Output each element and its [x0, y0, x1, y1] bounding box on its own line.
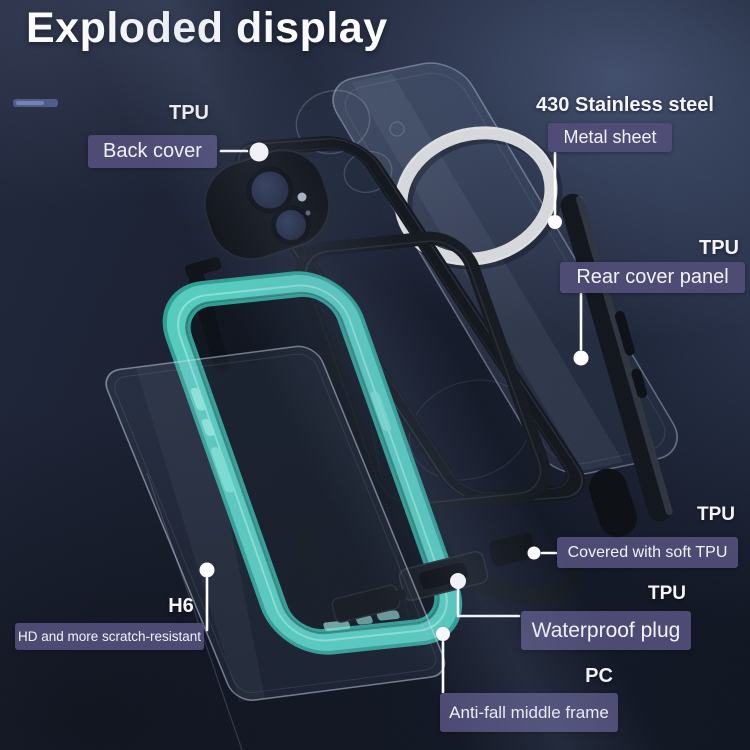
material-label-waterproof-plug: TPU — [648, 583, 686, 604]
material-label-middle-frame: PC — [585, 665, 613, 687]
part-label-metal-sheet: Metal sheet — [548, 123, 672, 152]
material-label-rear-cover-panel: TPU — [699, 237, 739, 259]
part-label-waterproof-plug: Waterproof plug — [521, 611, 691, 650]
material-label-screen-protector: H6 — [168, 595, 194, 617]
part-label-soft-tpu: Covered with soft TPU — [557, 537, 738, 568]
material-label-soft-tpu: TPU — [697, 504, 735, 525]
material-label-back-cover: TPU — [169, 102, 209, 124]
page-title: Exploded display — [26, 4, 388, 52]
part-label-middle-frame: Anti-fall middle frame — [440, 693, 618, 732]
part-label-screen-protector: HD and more scratch-resistant — [15, 623, 204, 650]
part-label-back-cover: Back cover — [88, 135, 217, 168]
part-label-rear-cover-panel: Rear cover panel — [560, 262, 745, 293]
material-label-metal-sheet: 430 Stainless steel — [536, 94, 714, 116]
